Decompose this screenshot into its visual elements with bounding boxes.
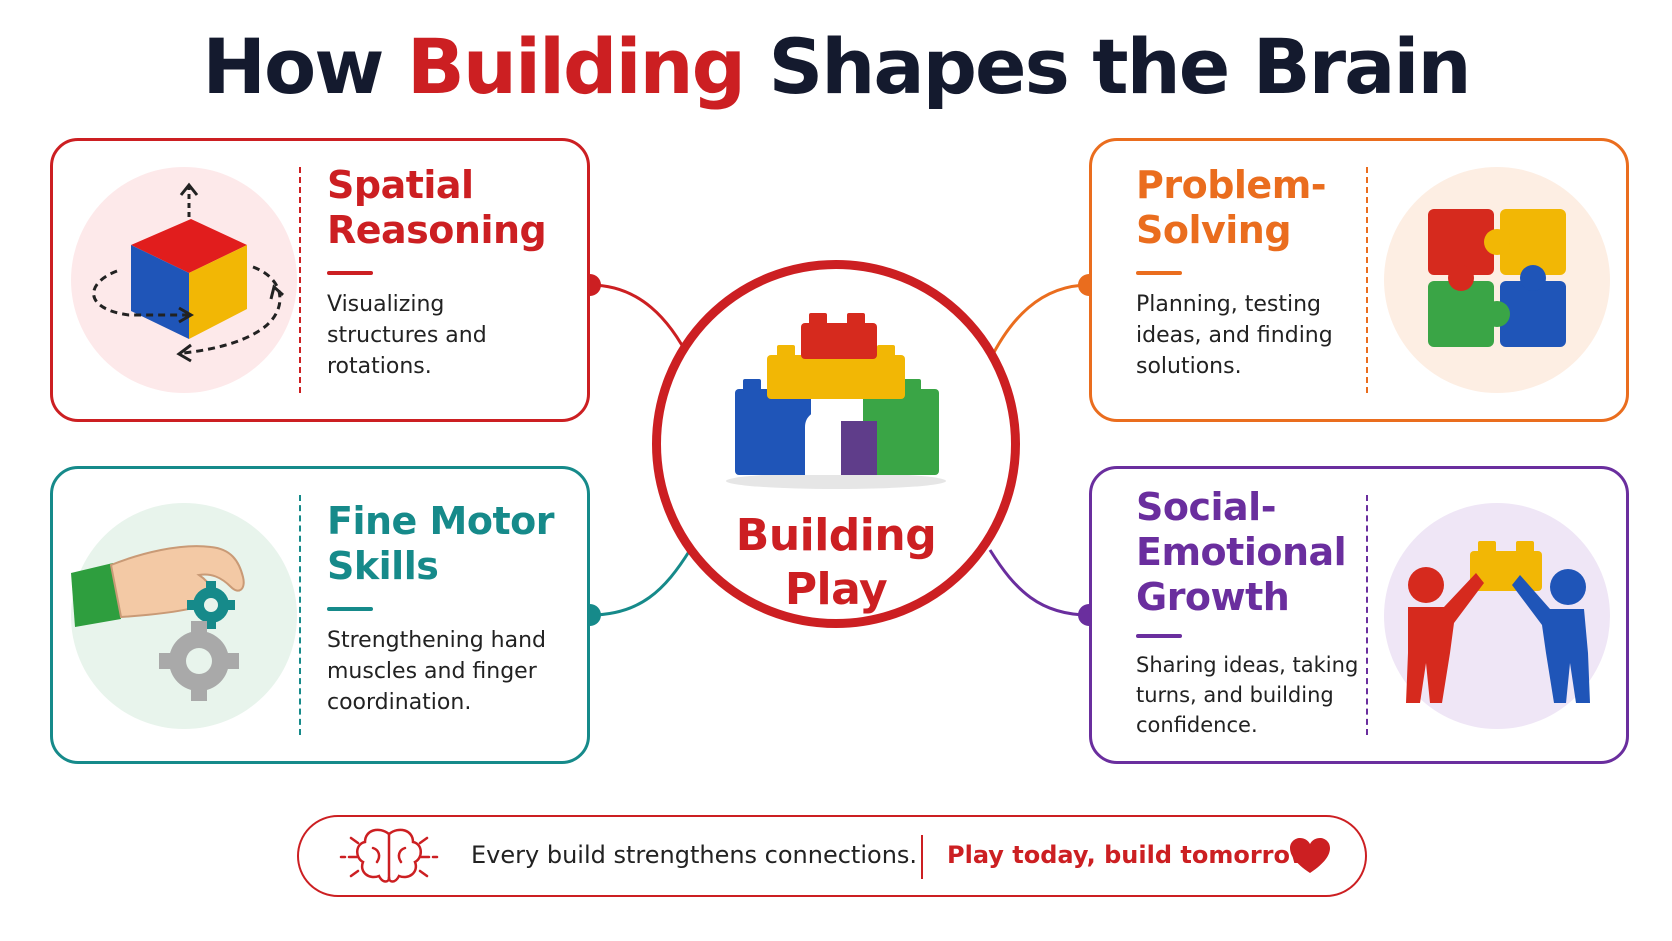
card-title-line: Solving: [1136, 208, 1292, 252]
card-desc-line: solutions.: [1136, 354, 1242, 379]
card-title: Problem- Solving: [1136, 163, 1333, 253]
card-desc-line: rotations.: [327, 354, 432, 379]
card-title-line: Spatial: [327, 163, 474, 207]
card-divider: [299, 167, 301, 393]
card-accent-bar: [1136, 271, 1182, 275]
footer-message: Every build strengthens connections.: [471, 841, 918, 869]
center-label-line: Building: [735, 510, 937, 561]
page-title: How Building Shapes the Brain: [0, 22, 1672, 111]
card-desc-line: ideas, and finding: [1136, 323, 1333, 348]
spatial-icon-circle: [71, 167, 297, 393]
card-title: Fine Motor Skills: [327, 499, 554, 589]
card-problem-solving: Problem- Solving Planning, testing ideas…: [1089, 138, 1629, 422]
card-title-line: Emotional: [1136, 530, 1347, 574]
card-accent-bar: [327, 607, 373, 611]
card-spatial-reasoning: Spatial Reasoning Visualizing structures…: [50, 138, 590, 422]
card-title: Social- Emotional Growth: [1136, 485, 1358, 620]
card-divider: [1366, 167, 1368, 393]
card-accent-bar: [327, 271, 373, 275]
center-label-line: Play: [784, 564, 888, 615]
connector-motor: [589, 549, 692, 617]
card-divider: [299, 495, 301, 735]
card-desc-line: muscles and finger: [327, 659, 537, 684]
bricks-arch-icon: [726, 313, 946, 489]
card-title-line: Problem-: [1136, 163, 1327, 207]
card-description: Planning, testing ideas, and finding sol…: [1136, 289, 1333, 382]
card-description: Visualizing structures and rotations.: [327, 289, 546, 382]
connector-social: [988, 549, 1090, 617]
center-label: Building Play: [661, 509, 1011, 617]
card-social-emotional-growth: Social- Emotional Growth Sharing ideas, …: [1089, 466, 1629, 764]
card-accent-bar: [1136, 634, 1182, 638]
social-icon-circle: [1384, 503, 1610, 729]
title-prefix: How: [202, 22, 384, 111]
card-desc-line: Sharing ideas, taking: [1136, 653, 1359, 677]
card-title: Spatial Reasoning: [327, 163, 547, 253]
card-title-line: Skills: [327, 544, 439, 588]
footer-tagline: Play today, build tomorrow.: [947, 841, 1320, 869]
card-desc-line: Strengthening hand: [327, 628, 546, 653]
card-title-line: Social-: [1136, 485, 1276, 529]
card-description: Sharing ideas, taking turns, and buildin…: [1136, 650, 1358, 740]
card-desc-line: structures and: [327, 323, 487, 348]
card-desc-line: Planning, testing: [1136, 292, 1322, 317]
connector-spatial: [589, 283, 692, 361]
card-description: Strengthening hand muscles and finger co…: [327, 625, 554, 718]
card-title-line: Fine Motor: [327, 499, 554, 543]
card-desc-line: confidence.: [1136, 713, 1258, 737]
motor-icon-circle: [71, 503, 297, 729]
connector-problem: [988, 283, 1090, 361]
card-desc-line: Visualizing: [327, 292, 445, 317]
card-text: Problem- Solving Planning, testing ideas…: [1136, 163, 1333, 382]
heart-icon: [1290, 838, 1330, 873]
card-desc-line: turns, and building: [1136, 683, 1334, 707]
footer-banner: Every build strengthens connections. Pla…: [297, 815, 1367, 897]
footer-separator: [921, 835, 923, 879]
center-hub: Building Play: [652, 260, 1020, 628]
card-divider: [1366, 495, 1368, 735]
rotating-cube-icon: [92, 182, 284, 363]
card-text: Social- Emotional Growth Sharing ideas, …: [1136, 485, 1358, 740]
two-people-brick-icon: [1406, 541, 1590, 703]
card-text: Fine Motor Skills Strengthening hand mus…: [327, 499, 554, 718]
card-title-line: Growth: [1136, 575, 1290, 619]
problem-icon-circle: [1384, 167, 1610, 393]
hand-gear-icon: [71, 545, 245, 701]
brain-icon: [339, 828, 439, 883]
puzzle-icon: [1428, 209, 1566, 347]
title-suffix: Shapes the Brain: [768, 22, 1472, 111]
card-desc-line: coordination.: [327, 690, 472, 715]
card-text: Spatial Reasoning Visualizing structures…: [327, 163, 547, 382]
card-fine-motor-skills: Fine Motor Skills Strengthening hand mus…: [50, 466, 590, 764]
title-highlight: Building: [406, 22, 746, 111]
card-title-line: Reasoning: [327, 208, 547, 252]
